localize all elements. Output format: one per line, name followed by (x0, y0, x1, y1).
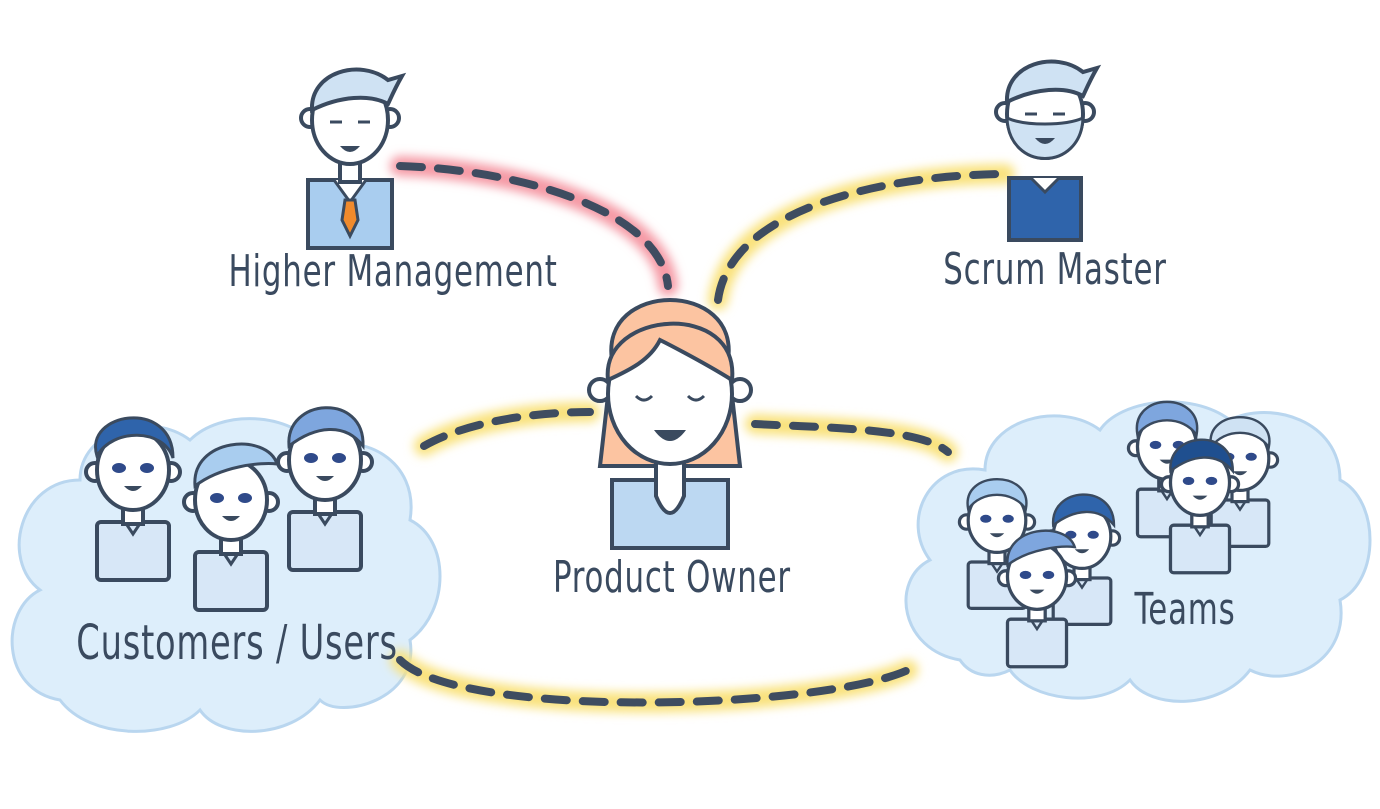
scrum-master-figure (994, 59, 1102, 242)
customers-group (84, 406, 374, 612)
higher-management-figure (299, 67, 407, 250)
link-product-owner-higher-management (396, 162, 672, 290)
teams-label: Teams (1134, 584, 1236, 635)
product-owner-figure (587, 298, 753, 550)
scrum-master-label: Scrum Master (943, 244, 1167, 295)
link-customers-teams (396, 656, 912, 707)
link-product-owner-scrum-master (714, 170, 1009, 304)
product-owner-label: Product Owner (553, 552, 791, 603)
customers-users-label: Customers / Users (76, 615, 398, 671)
link-product-owner-customers (420, 408, 594, 450)
higher-management-label: Higher Management (228, 246, 558, 297)
link-product-owner-teams (751, 420, 952, 456)
teams-group (957, 400, 1280, 669)
